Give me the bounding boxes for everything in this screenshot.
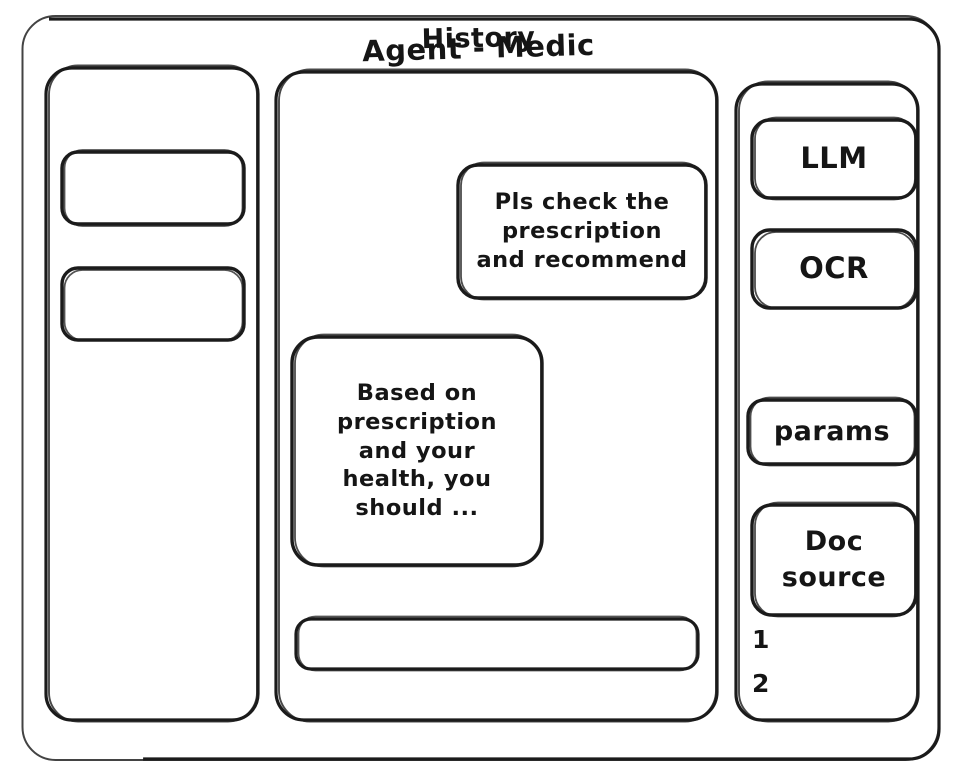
doc-source-list-item[interactable]: 1 (752, 625, 770, 654)
tool-button-label: Doc source (781, 525, 887, 593)
chat-message-agent-text: Based on prescription and your health, y… (336, 380, 498, 522)
tool-button-ocr[interactable]: OCR (752, 230, 916, 308)
tool-button-label: LLM (800, 141, 868, 176)
chat-message-agent: Based on prescription and your health, y… (292, 337, 542, 565)
doc-source-list-item[interactable]: 2 (752, 669, 770, 698)
tool-button-label: OCR (799, 251, 869, 286)
tool-button-llm[interactable]: LLM (752, 120, 916, 198)
tool-button-params[interactable]: params (748, 400, 916, 464)
tool-button-doc-source[interactable]: Doc source (752, 505, 916, 615)
doc-source-list: 1 2 (752, 618, 872, 706)
history-item[interactable] (62, 152, 244, 224)
message-input[interactable] (296, 619, 698, 669)
history-item[interactable] (62, 268, 244, 340)
chat-message-user: Pls check the prescription and recommend (458, 165, 706, 298)
chat-message-user-text: Pls check the prescription and recommend (476, 189, 688, 273)
tool-button-label: params (773, 415, 891, 447)
